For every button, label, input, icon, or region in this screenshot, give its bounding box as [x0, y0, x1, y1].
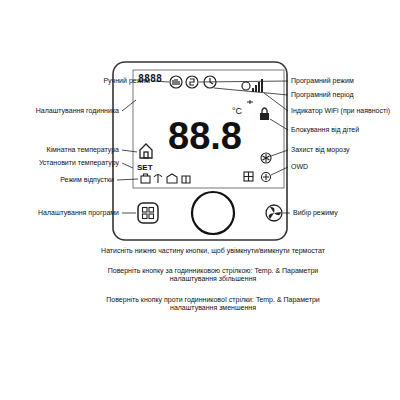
thermostat-housing: [113, 62, 287, 240]
instruction-text: Поверніть кнопку за годинниковою стрілко…: [99, 267, 327, 284]
callout-label: Установити температуру: [39, 159, 119, 167]
callout-label: Програмний режим: [291, 77, 354, 85]
leader-line: [264, 93, 288, 111]
callout-label: Індикатор WiFi (при наявності): [291, 107, 390, 115]
instruction-text: Натисніть нижню частину кнопки, щоб увім…: [53, 247, 373, 255]
indicator-mark: [247, 100, 253, 104]
leader-line: [283, 213, 290, 214]
callout-label: Налаштування годинника: [36, 107, 119, 115]
lcd-screen: [133, 70, 284, 188]
house-icon: [140, 144, 152, 158]
callout-label: Блокування від дітей: [291, 126, 359, 134]
lcd-text: 88.8: [168, 114, 242, 160]
leader-line: [117, 179, 138, 180]
control-knob: [192, 192, 234, 234]
owd-icon: [244, 172, 271, 182]
leader-line: [199, 81, 288, 82]
lcd-text: °C: [232, 106, 242, 117]
leader-line: [271, 150, 288, 156]
leader-line: [270, 119, 288, 130]
lock-icon: [260, 108, 269, 120]
leader-line: [214, 88, 288, 95]
callout-label: Вибір режиму: [293, 209, 338, 217]
callout-label: Захист від морозу: [291, 146, 350, 154]
holiday-icons: [141, 174, 190, 183]
leader-line: [122, 213, 136, 214]
callout-label: Режим відпустки: [60, 176, 114, 184]
mode-button: [266, 205, 282, 221]
frost-icon: [261, 153, 271, 163]
program-button: [138, 203, 158, 223]
lcd-text: 8888: [138, 73, 162, 85]
leader-line: [122, 100, 136, 111]
callout-label: OWD: [291, 163, 308, 171]
instruction-text: Поверніть кнопку проти годинникової стрі…: [99, 296, 327, 313]
lcd-text: SET: [137, 163, 153, 173]
callout-label: Програмний період: [291, 91, 354, 99]
callout-label: Налаштування програми: [38, 209, 119, 217]
leader-line: [122, 150, 137, 152]
leader-line: [122, 163, 133, 168]
leader-line: [271, 167, 288, 175]
callout-label: Кімнатна температура: [46, 146, 119, 154]
